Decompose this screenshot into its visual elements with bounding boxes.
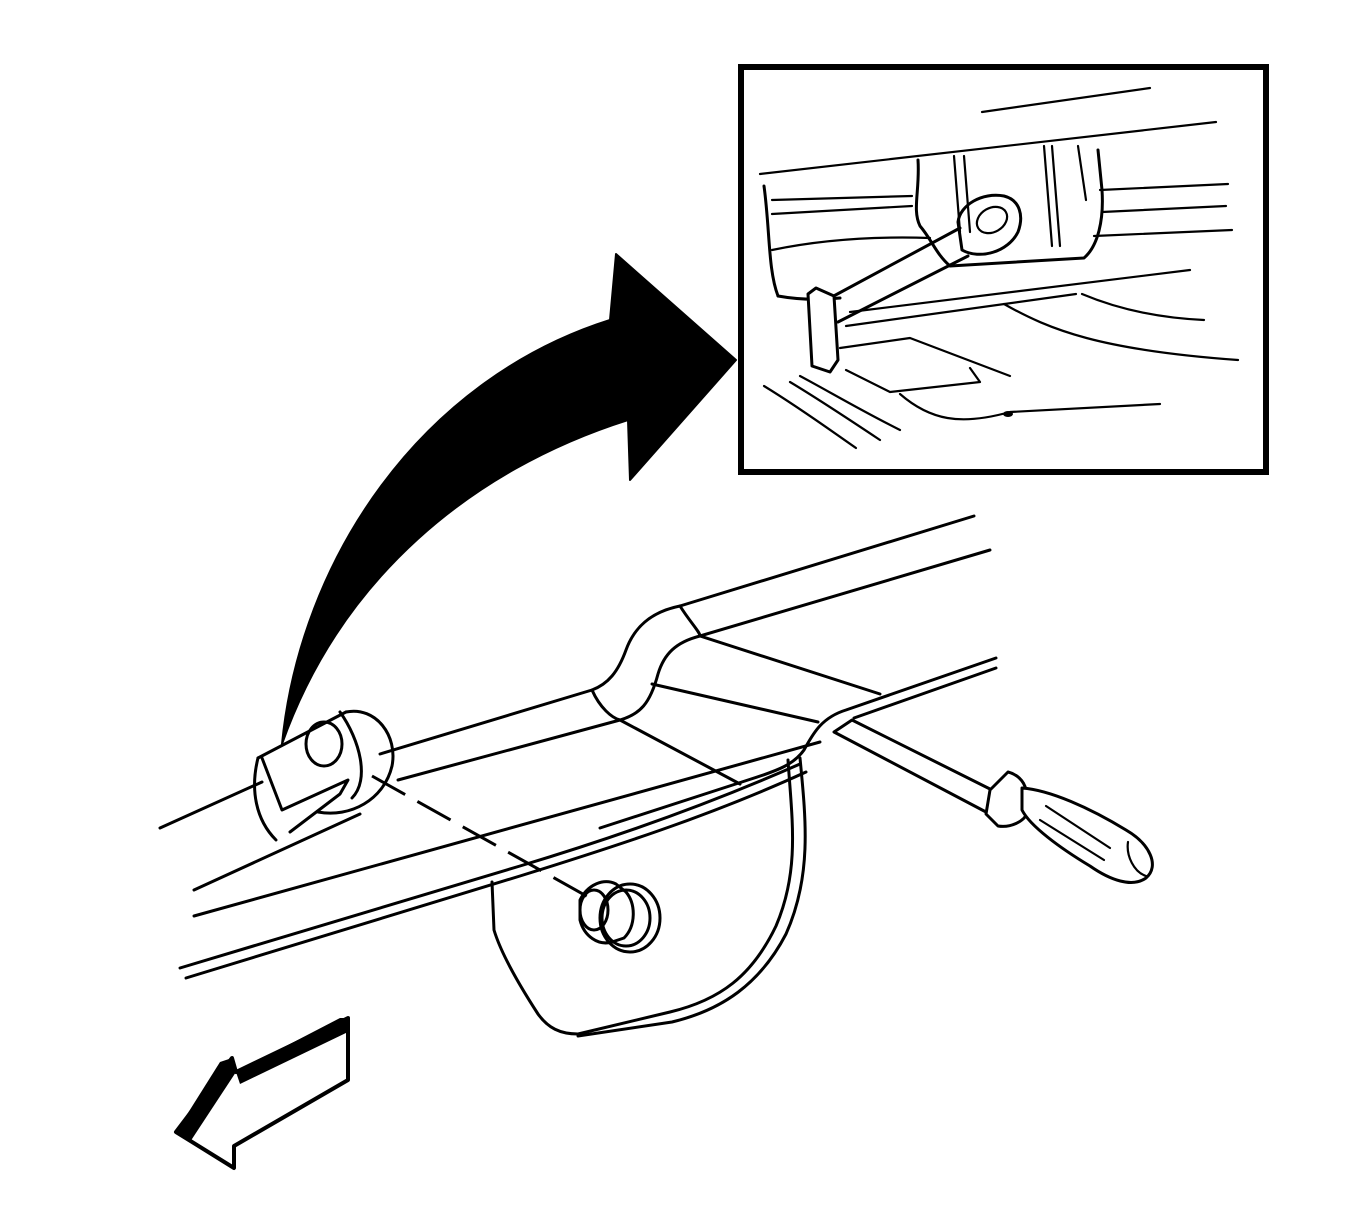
front-of-vehicle-arrow xyxy=(174,1016,350,1170)
rail-lower-edge xyxy=(192,740,822,918)
rail-end-line xyxy=(192,812,362,892)
rail-face-line xyxy=(618,718,742,786)
retainer-location-outline xyxy=(338,710,363,800)
screwdriver-handle xyxy=(1020,786,1154,884)
flat-blade-screwdriver xyxy=(832,718,1154,884)
hole-inner xyxy=(600,888,652,948)
inset-line xyxy=(1042,144,1054,248)
retainer-location xyxy=(253,709,395,842)
screwdriver-shaft xyxy=(832,718,998,814)
detail-inset xyxy=(738,64,1269,475)
retainer-location-outline xyxy=(256,710,348,760)
rail-upper-edge-inner xyxy=(396,548,992,782)
rail-lower-edge xyxy=(598,656,998,830)
inset-line xyxy=(980,86,1152,114)
detail-inset-drawing xyxy=(758,86,1240,450)
inset-hole xyxy=(1003,411,1013,417)
rail-lower-edge xyxy=(852,666,998,720)
inset-line xyxy=(788,380,882,442)
inset-line xyxy=(1092,228,1234,238)
rail-end-line xyxy=(158,780,264,830)
inset-line xyxy=(844,366,982,394)
push-pin-retainer xyxy=(578,880,635,945)
inset-line xyxy=(848,268,1192,314)
handle-groove xyxy=(1044,804,1112,850)
inset-line xyxy=(770,194,914,202)
retainer-location-outline xyxy=(316,709,395,815)
inset-bracket xyxy=(914,148,1104,268)
inset-retainer-head xyxy=(975,205,1009,235)
retainer-location-head xyxy=(304,720,344,768)
inset-line xyxy=(1050,144,1062,248)
inset-line xyxy=(1076,144,1088,202)
inset-line xyxy=(1002,302,1240,362)
inset-retainer xyxy=(956,193,1023,256)
inset-line xyxy=(1098,182,1230,192)
handle-groove xyxy=(1038,818,1106,862)
inset-line xyxy=(838,336,1012,378)
detail-view-frame xyxy=(738,64,1269,475)
inset-line xyxy=(762,384,858,450)
rail-upper-edge xyxy=(378,514,976,756)
inset-line xyxy=(1100,204,1228,214)
retainer-location-outline xyxy=(253,756,278,842)
rail-bend xyxy=(678,604,702,638)
removal-path-dashed-line xyxy=(371,774,591,900)
mount-bracket xyxy=(490,758,795,1036)
direction-arrow-shadow xyxy=(176,1058,236,1142)
inset-rail-edge xyxy=(762,184,780,298)
curved-callout-arrow xyxy=(281,253,737,745)
inset-tool-shaft xyxy=(828,226,962,300)
retainer-location-outline xyxy=(260,756,350,834)
direction-arrow-shadow xyxy=(236,1018,348,1084)
inset-line xyxy=(770,236,932,252)
mounting-hole xyxy=(598,882,662,954)
rail-face-line xyxy=(698,634,882,696)
retainer-body xyxy=(578,880,635,945)
handle-end xyxy=(1126,840,1148,878)
hole-outer xyxy=(598,882,662,954)
retainer-head xyxy=(578,888,610,932)
rail-bottom-edge xyxy=(178,762,802,970)
inset-line xyxy=(1080,292,1206,322)
frame-crossmember xyxy=(158,514,998,980)
inset-tool-blade xyxy=(806,286,840,374)
rail-face-line xyxy=(650,682,820,724)
rail-bottom-edge xyxy=(184,770,808,980)
mount-bracket-edge xyxy=(576,756,807,1038)
inset-line xyxy=(798,374,902,432)
inset-line xyxy=(758,120,1218,176)
inset-line xyxy=(962,154,972,234)
inset-line xyxy=(770,204,914,216)
inset-line xyxy=(844,292,1078,328)
rail-bend xyxy=(590,688,622,722)
